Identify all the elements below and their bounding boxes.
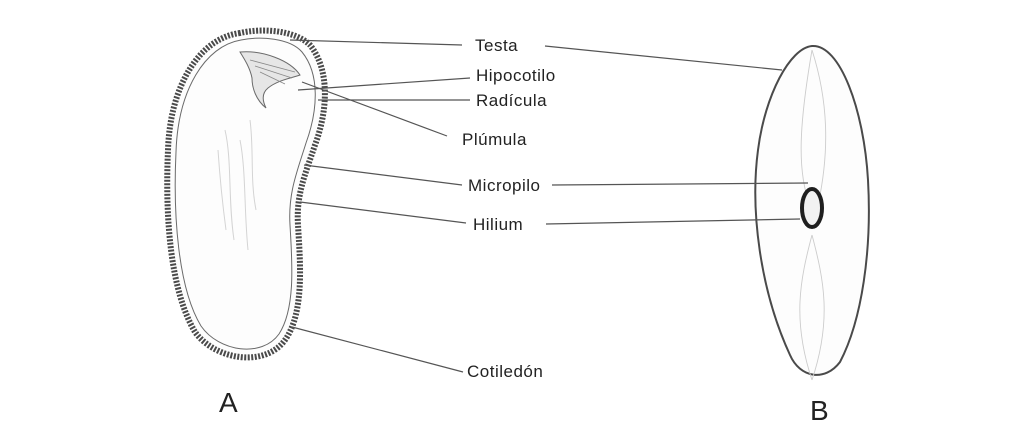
leader-testa-b [545,46,782,70]
seed-a [167,31,325,358]
label-plumula: Plúmula [462,130,527,149]
leader-cotiledon [292,327,463,372]
leader-testa-a [290,40,462,45]
label-micropilo: Micropilo [468,176,541,195]
label-cotiledon: Cotiledón [467,362,543,381]
seed-b [755,46,869,380]
leader-hilium-a [300,202,466,223]
label-hilium: Hilium [473,215,523,234]
leader-lines [290,40,808,372]
view-label-b: B [810,395,829,425]
label-testa: Testa [475,36,518,55]
label-radicula: Radícula [476,91,547,110]
leader-micropilo-a [304,165,462,185]
label-hipocotilo: Hipocotilo [476,66,556,85]
seed-b-hilum [802,189,822,227]
seed-a-testa [167,31,325,358]
view-label-a: A [219,387,238,418]
